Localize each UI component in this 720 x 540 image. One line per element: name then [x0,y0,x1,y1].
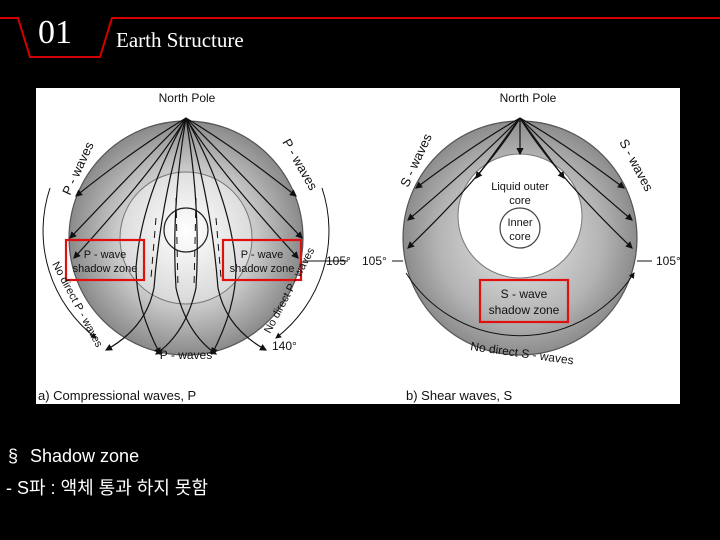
figure-svg: North Pole P - waves P - waves P - wave … [38,91,681,403]
s-no-direct-arc [405,272,635,337]
s-wave-note: - S파 : 액체 통과 하지 못함 [6,478,209,498]
outer-core-left [119,171,253,305]
inner-core-right [499,207,541,249]
label-shadow-left-2: shadow zone [73,263,138,275]
label-shadow-left-1: P - wave [84,249,127,261]
angle-arc-left [42,187,97,339]
s-wave-rays [407,117,633,249]
p-wave-diagram: North Pole P - waves P - waves P - wave … [38,91,351,403]
caption-right: b) Shear waves, S [406,388,513,403]
label-outer-core-1: Liquid outer [491,181,549,193]
shadow-zone-box-right [221,238,303,282]
s-shadow-zone-box [478,278,570,324]
p-wave-rays [69,117,303,356]
s-wave-diagram: North Pole S - waves S - waves Liquid ou… [362,91,681,403]
label-outer-core-2: core [509,195,530,207]
angle-arc-right [275,187,330,339]
label-angle-105-left-diagram: 105° [326,254,351,268]
label-north-pole-right: North Pole [500,91,557,105]
bullet-marker: § [8,446,19,466]
label-angle-105-s-right: 105° [656,254,680,268]
label-north-pole-left: North Pole [159,91,216,105]
inner-core-left [163,207,209,253]
label-shadow-right-2: shadow zone [230,263,295,275]
caption-left: a) Compressional waves, P [38,388,196,403]
slide-number: 01 [38,14,72,51]
header-decoration [0,17,720,58]
label-s-shadow-2: shadow zone [489,303,560,317]
bullet-shadow-zone: § Shadow zone [8,446,139,467]
label-angle-105-s-left: 105° [362,254,387,268]
slide-title: Earth Structure [116,28,244,52]
shadow-zone-figure: North Pole P - waves P - waves P - wave … [36,88,681,404]
label-s-shadow-1: S - wave [501,287,548,301]
label-p-waves-bottom: P - waves [160,348,212,362]
bullet-text: Shadow zone [30,446,140,466]
shadow-zone-box-left [64,238,146,282]
label-inner-core-1: Inner [507,217,532,229]
label-angle-140: 140° [272,339,297,353]
label-shadow-right-1: P - wave [241,249,284,261]
header-accent-line [0,17,720,58]
label-inner-core-2: core [509,231,530,243]
